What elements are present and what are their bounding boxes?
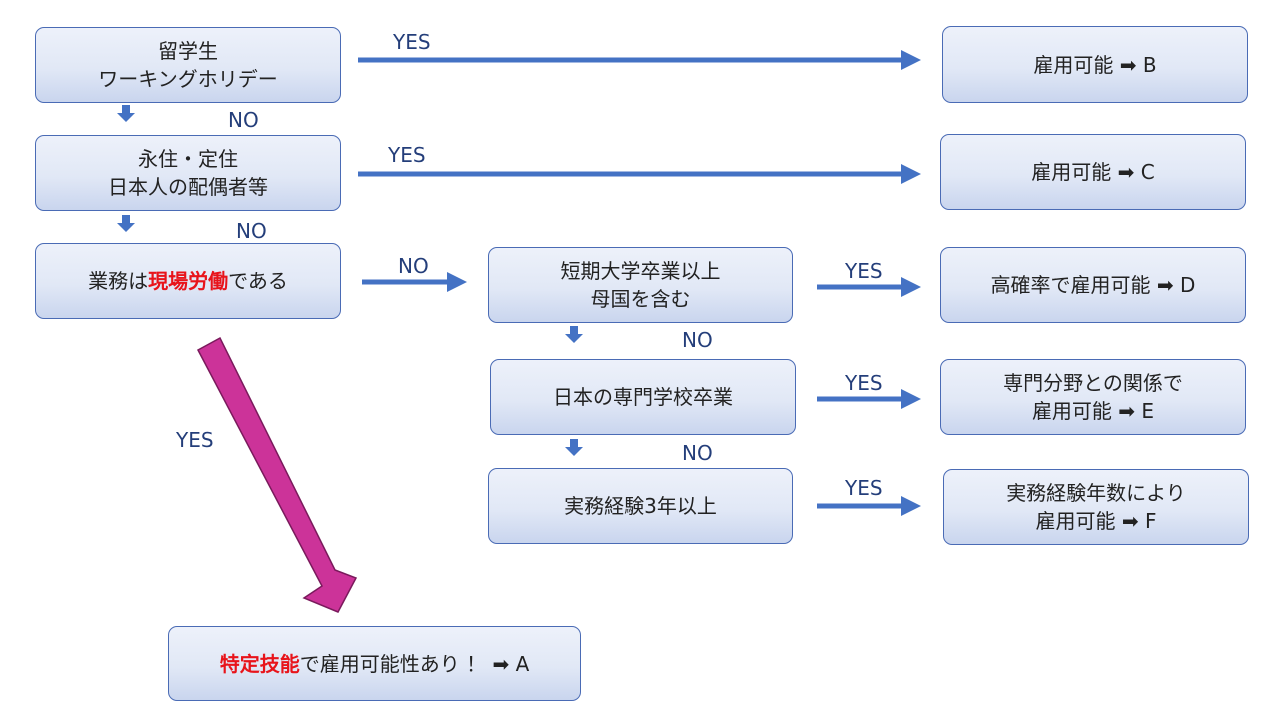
node-result-a: 特定技能で雇用可能性あり ！ ➡ A: [168, 626, 581, 701]
node-result-f-line2: 雇用可能 ➡ F: [1035, 509, 1157, 533]
node-q1-line1: 留学生: [158, 39, 218, 63]
node-result-e: 専門分野との関係で 雇用可能 ➡ E: [940, 359, 1246, 435]
node-result-f: 実務経験年数により 雇用可能 ➡ F: [943, 469, 1249, 545]
node-q2-line1: 永住・定住: [138, 147, 238, 171]
down-arrow-q2: [117, 215, 135, 232]
node-q4: 短期大学卒業以上 母国を含む: [488, 247, 793, 323]
down-arrow-q4: [565, 326, 583, 343]
node-result-d: 高確率で雇用可能 ➡ D: [940, 247, 1246, 323]
node-result-c-text: 雇用可能 ➡ C: [1031, 160, 1155, 184]
node-result-f-line1: 実務経験年数により: [1006, 481, 1186, 505]
node-q4-line1: 短期大学卒業以上: [560, 259, 721, 283]
node-q6-line1: 実務経験3年以上: [564, 494, 717, 518]
node-q3-text: 業務は現場労働である: [88, 267, 288, 295]
arrow-q3-yes-magenta: [196, 336, 358, 613]
node-result-e-line2: 雇用可能 ➡ E: [1031, 399, 1155, 423]
label-no-q1: NO: [228, 108, 259, 132]
node-result-b-text: 雇用可能 ➡ B: [1033, 52, 1157, 77]
node-q4-line2: 母国を含む: [590, 287, 691, 311]
node-result-d-text: 高確率で雇用可能 ➡ D: [990, 273, 1196, 297]
node-q5: 日本の専門学校卒業: [490, 359, 796, 435]
node-result-a-text: 特定技能で雇用可能性あり ！ ➡ A: [220, 650, 530, 678]
label-yes-q4: YES: [845, 259, 883, 283]
node-q3-suffix: である: [228, 269, 288, 293]
node-q1-line2: ワーキングホリデー: [98, 67, 278, 91]
label-no-q2: NO: [236, 219, 267, 243]
label-yes-q1: YES: [393, 30, 431, 54]
node-result-a-suffix: で雇用可能性あり ！ ➡ A: [299, 651, 530, 676]
node-q3-highlight: 現場労働: [148, 269, 229, 293]
node-q6: 実務経験3年以上: [488, 468, 793, 544]
label-no-q4: NO: [682, 328, 713, 352]
node-q2: 永住・定住 日本人の配偶者等: [35, 135, 341, 211]
node-q3-prefix: 業務は: [88, 269, 149, 293]
label-yes-q5: YES: [845, 371, 883, 395]
node-result-e-line1: 専門分野との関係で: [1003, 371, 1183, 395]
node-q5-line1: 日本の専門学校卒業: [553, 385, 733, 409]
down-arrow-q5: [565, 439, 583, 456]
node-result-b: 雇用可能 ➡ B: [942, 26, 1248, 103]
label-no-q3: NO: [398, 254, 429, 278]
node-result-a-highlight: 特定技能: [219, 651, 300, 676]
label-yes-q6: YES: [845, 476, 883, 500]
down-arrow-q1: [117, 105, 135, 122]
node-q2-line2: 日本人の配偶者等: [108, 175, 268, 199]
label-yes-q2: YES: [388, 143, 426, 167]
node-result-c: 雇用可能 ➡ C: [940, 134, 1246, 210]
node-q1: 留学生 ワーキングホリデー: [35, 27, 341, 103]
node-q3: 業務は現場労働である: [35, 243, 341, 319]
label-yes-q3: YES: [176, 428, 214, 452]
label-no-q5: NO: [682, 441, 713, 465]
